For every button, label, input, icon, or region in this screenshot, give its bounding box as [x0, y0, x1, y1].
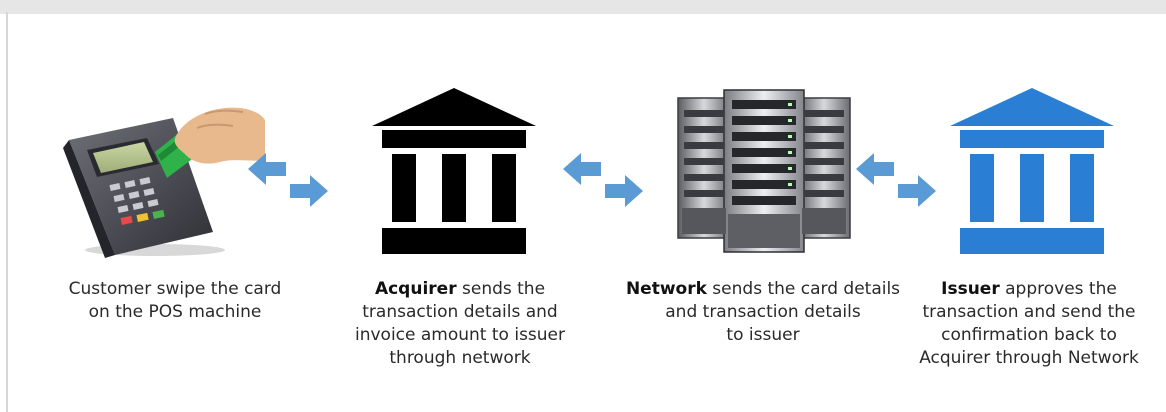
bidirectional-arrow-icon: [563, 153, 643, 207]
caption-acquirer: Acquirer sends the transaction details a…: [340, 278, 580, 370]
caption-line: Issuer approves the: [941, 279, 1117, 299]
pos-terminal-icon: [63, 107, 265, 258]
caption-line: through network: [389, 348, 531, 368]
caption-line: Acquirer sends the: [374, 279, 546, 299]
caption-line: Acquirer through Network: [919, 348, 1139, 368]
issuer-bank-icon: [950, 88, 1114, 254]
bidirectional-arrow-icon: [856, 153, 936, 207]
caption-line: to issuer: [726, 325, 800, 345]
caption-line: on the POS machine: [88, 302, 262, 322]
acquirer-bank-icon: [372, 88, 536, 254]
caption-line: and transaction details: [665, 302, 861, 322]
caption-customer: Customer swipe the card on the POS machi…: [55, 278, 295, 324]
caption-issuer: Issuer approves the transaction and send…: [900, 278, 1158, 370]
caption-line: Network sends the card details: [625, 279, 901, 299]
caption-line: invoice amount to issuer: [354, 325, 566, 345]
figure-top-border: [0, 0, 1166, 14]
caption-network: Network sends the card details and trans…: [618, 278, 908, 347]
caption-line: Customer swipe the card: [68, 279, 282, 299]
caption-line: transaction and send the: [922, 302, 1136, 322]
bidirectional-arrow-icon: [248, 153, 328, 207]
caption-line: transaction details and: [362, 302, 558, 322]
caption-line: confirmation back to: [941, 325, 1117, 345]
network-server-icon: [677, 89, 851, 253]
figure-left-border: [6, 12, 8, 412]
